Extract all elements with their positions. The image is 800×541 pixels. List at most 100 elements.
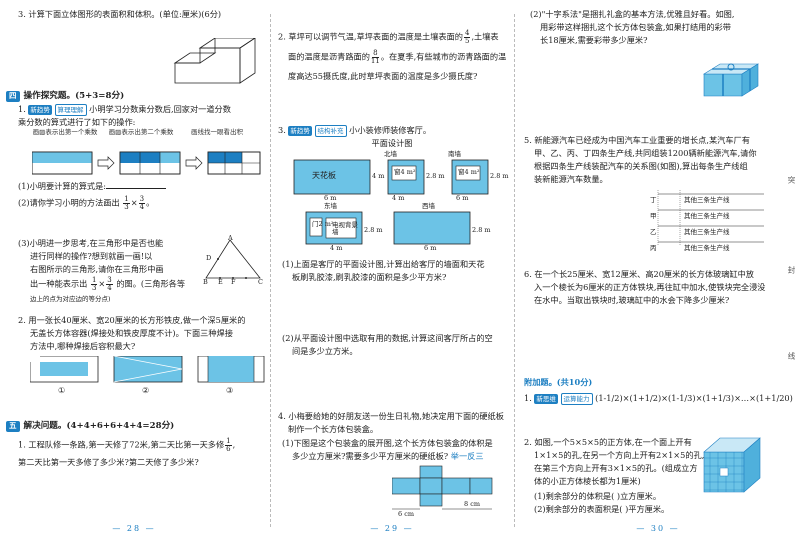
line-name: 乙: [650, 228, 657, 236]
q3-header: 3. 新趋势 结构补充 小小装修师装修客厅。: [278, 124, 512, 138]
frac-den: 6: [226, 445, 231, 453]
q4-1-sub2-text: (2)请你学习小明的方法画出: [18, 197, 120, 208]
triangle-figure: [202, 236, 264, 286]
q4-1-sub3-l4b: 的图。(三角形各等: [116, 278, 186, 289]
q4-1-sub1: (1)小明要计算的算式是:: [18, 180, 268, 193]
q4-2-label-1: ①: [58, 385, 66, 395]
window-2: 窗4 m²: [458, 168, 480, 176]
tri-label-f: F: [231, 278, 236, 286]
q4-1-sub3-l1: (3)小明进一步思考,在三角形中是否也能: [18, 238, 164, 248]
dim-28m-1: 2.8 m: [426, 172, 445, 180]
q6-l2: 入一个棱长为6厘米的正方体铁块,再往缸中加水,使铁块完全浸没: [534, 282, 766, 292]
line-name: 甲: [650, 212, 657, 220]
plan-title: 平面设计图: [371, 138, 413, 148]
extra-1-expr: (1-1/2)×(1+1/2)×(1-1/3)×(1+1/3)×…×(1+1/2…: [595, 393, 793, 403]
page-number-28: — 28 —: [112, 524, 156, 534]
frac-den: 4: [107, 284, 112, 292]
fig-label-2: 画▨表示出第二个乘数: [108, 128, 174, 136]
frac-den: 3: [124, 203, 129, 211]
frac-num: 1: [90, 276, 98, 285]
q3-sub1-l1: (1)上面是客厅的平面设计图,计算出给客厅的墙面和天花: [282, 259, 485, 269]
q4-sub1-l1: (1)下图是这个包装盒的展开图,这个长方体包装盒的体积是: [282, 438, 493, 448]
q5-l2: 甲、乙、丙、丁四条生产线,共同组装1200辆新能源汽车,请你: [534, 148, 757, 158]
tag-new-trend: 新趋势: [28, 105, 52, 116]
q2-text2b: 。在夏季,有些城市的沥青路面的温: [380, 51, 507, 62]
frac-num: 1: [123, 195, 130, 204]
dim-4m-2: 4 m: [392, 194, 405, 202]
extra-2-l1: 2. 如图,一个5×5×5的正方体,在一个面上开有: [524, 437, 692, 447]
q5-l1: 5. 新能源汽车已经成为中国汽车工业重要的增长点,某汽车厂有: [524, 135, 750, 145]
q4-1-sub3-l5: 边上的点为对应边的等分点): [30, 295, 111, 303]
q5-l3: 根据四条生产线装配汽车的关系图(如图),算出每条生产线组: [534, 161, 748, 171]
tag-new-thinking: 新思维: [534, 394, 558, 405]
tri-label-e: E: [218, 278, 223, 286]
section-4-header: 四 操作探究题。(5+3=8分): [6, 90, 268, 102]
extra-2-l4: 体的小正方体棱长都为1厘米): [534, 476, 641, 486]
q-ribbon-l3: 长18厘米,需要彩带多少厘米?: [540, 35, 648, 45]
q6-l1: 6. 在一个长25厘米、宽12厘米、高20厘米的长方体玻璃缸中放: [524, 269, 754, 279]
frac-den: 5: [464, 37, 470, 45]
line-jia: 甲: [650, 212, 800, 221]
line-jia-label: 其他三条生产线: [684, 212, 730, 220]
q4-2-l3: 方法中,哪种焊接后容积最大?: [30, 341, 136, 351]
tag-structure: 结构补充: [314, 125, 347, 138]
q3-sub2-l1: (2)从平面设计图中选取有用的数据,计算这间客厅所占的空: [282, 333, 493, 343]
extra-2-l3: 在第三个方向上开有3×1×5的孔。(组成立方: [534, 463, 698, 473]
q4-l1: 4. 小梅要给她的好朋友送一份生日礼物,她决定用下面的硬纸板: [278, 411, 504, 421]
section-5-header: 五 解决问题。(4+4+6+6+4+4=28分): [6, 420, 268, 432]
q4-sub1-text: 多少立方厘米?需要多少平方厘米的硬纸板?: [292, 451, 449, 461]
times-sign: ×: [130, 197, 138, 208]
tag-calc: 运算能力: [560, 393, 593, 406]
frac-den: 11: [370, 57, 380, 65]
dim-6m-2: 6 m: [456, 194, 469, 202]
answer-blank[interactable]: [106, 188, 167, 189]
q5-l4: 装新能源汽车数量。: [534, 174, 608, 184]
dim-28m-3: 2.8 m: [364, 226, 383, 234]
dim-28m-2: 2.8 m: [490, 172, 509, 180]
frac-num: 1: [225, 437, 232, 446]
welding-figures: [30, 356, 265, 384]
room-plan: [292, 150, 502, 250]
page-number-30: — 30 —: [636, 524, 680, 534]
frac-den: 4: [139, 203, 145, 211]
window-1: 窗4 m²: [394, 168, 416, 176]
q-ribbon-l1: (2)"十字系法"是捆扎礼盒的基本方法,优雅且好看。如图,: [530, 9, 735, 19]
q2-line3: 度高达55摄氏度,此时草坪表面的温度是多少摄氏度?: [288, 71, 478, 81]
page-number-29: — 29 —: [370, 524, 414, 534]
q4-1-line2: 乘分数的算式进行了如下的操作:: [18, 117, 136, 127]
frac-num: 3: [138, 195, 146, 204]
q4-1-sub3-l3: 右图所示的三角形,请你在三角形中画: [30, 264, 164, 274]
fig-label-1: 画▨表示出第一个乘数: [32, 128, 98, 136]
wall-north: 北墙: [384, 150, 397, 158]
frac-num: 3: [106, 276, 113, 285]
page-30: (2)"十字系法"是捆扎礼盒的基本方法,优雅且好看。如图, 用彩带这样捆扎这个长…: [516, 0, 800, 541]
extra-title: 附加题。(共10分): [524, 377, 593, 387]
gift-box-icon: [702, 58, 762, 98]
q4-2-l1: 2. 用一张长40厘米、宽20厘米的长方形铁皮,做一个深5厘米的: [18, 315, 246, 325]
line-ding-label: 其他三条生产线: [684, 196, 730, 204]
line-bing: 丙: [650, 244, 800, 253]
tag-new-trend-2: 新趋势: [288, 126, 312, 137]
extra-1: 1. 新思维 运算能力 (1-1/2)×(1+1/2)×(1-1/3)×(1+1…: [524, 392, 800, 406]
q2-text1b: ,土壤表: [471, 31, 499, 42]
dim-6m-1: 6 m: [324, 194, 337, 202]
net-8cm: 8 cm: [464, 500, 481, 508]
ceiling-label: 天花板: [312, 171, 336, 180]
q4-1-sub3-l2: 进行同样的操作?想到就画一画!以: [30, 251, 153, 261]
door: 门2 m²: [312, 220, 334, 228]
fraction-diagram: [32, 150, 262, 176]
tri-label-b: B: [203, 278, 208, 286]
column-divider: [270, 14, 271, 527]
tag-extend: 举一反三: [450, 451, 484, 461]
q4-1-sub1-text: (1)小明要计算的算式是:: [18, 181, 107, 191]
dim-28m-4: 2.8 m: [472, 226, 491, 234]
q4-sub1-l2: 多少立方厘米?需要多少平方厘米的硬纸板? 举一反三: [292, 450, 512, 463]
q3-title: 小小装修师装修客厅。: [349, 125, 432, 135]
tv-wall: 电视背景墙: [332, 221, 358, 237]
